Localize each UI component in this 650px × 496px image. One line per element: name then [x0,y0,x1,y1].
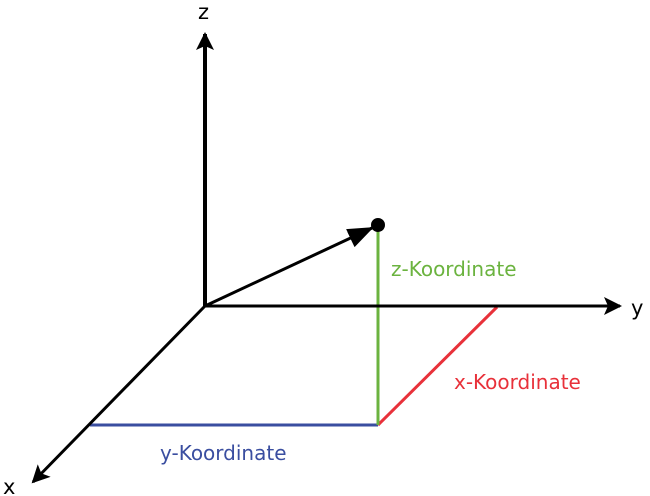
z-coordinate-label: z-Koordinate [391,257,517,281]
y-coordinate-label: y-Koordinate [160,441,287,465]
z-axis-label: z [198,0,209,24]
y-axis-label: y [631,296,643,320]
x-axis-label: x [3,475,15,496]
x-axis [31,304,207,484]
x-coordinate-line [376,305,499,427]
x-coordinate-label: x-Koordinate [454,370,581,394]
position-vector [204,226,374,308]
point [371,218,385,232]
